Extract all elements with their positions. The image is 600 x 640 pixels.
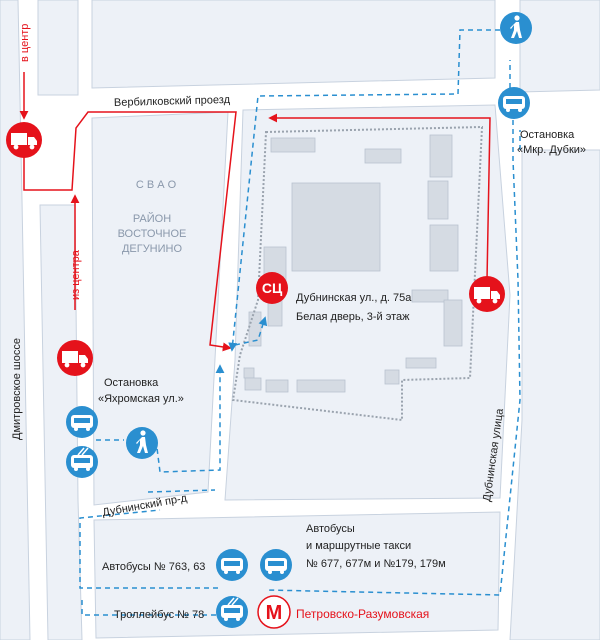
building	[427, 180, 449, 220]
pedestrian-marker	[126, 427, 158, 459]
stop-yakhroma-label-2: «Яхромская ул.»	[98, 393, 184, 405]
district-label-3: ДЕГУНИНО	[122, 243, 183, 255]
car-route	[19, 72, 491, 352]
bus-stop-marker	[216, 549, 248, 581]
bus-stop-marker	[66, 406, 98, 438]
building	[443, 299, 463, 347]
territory-fence	[231, 125, 484, 422]
metro-icon: М	[266, 602, 283, 624]
truck-marker	[469, 276, 505, 312]
bus-taxi-stop-marker	[260, 549, 292, 581]
district-label-1: РАЙОН	[133, 212, 171, 225]
building	[429, 134, 453, 178]
service-center-marker: СЦ	[256, 272, 288, 304]
pedestrian-marker	[500, 12, 532, 44]
route-right	[268, 113, 491, 281]
building	[243, 367, 255, 379]
building	[244, 377, 262, 391]
street-label-verbilkovsky: Вербилковский проезд	[114, 94, 231, 109]
stop-dubki-label-1: Остановка	[520, 129, 575, 141]
building	[265, 379, 289, 393]
bus-stop-marker	[498, 87, 530, 119]
building	[291, 182, 381, 272]
district-okrug: С В А О	[136, 179, 177, 191]
trolleybus-stop-marker	[66, 446, 98, 478]
buses-taxi-label-3: № 677, 677м и №179, 179м	[306, 558, 446, 570]
truck-marker	[57, 340, 93, 376]
trolleybus-stop-marker	[216, 596, 248, 628]
building	[411, 289, 449, 303]
building	[384, 369, 400, 385]
trolley-label: Троллейбус № 78	[114, 609, 204, 621]
walk-route	[79, 29, 521, 616]
buses-taxi-label-2: и маршрутные такси	[306, 540, 411, 552]
building	[296, 379, 346, 393]
center-address-line1: Дубнинская ул., д. 75а	[296, 292, 412, 304]
direction-from-center: из центра	[70, 249, 82, 300]
buses-taxi-label-1: Автобусы	[306, 523, 355, 535]
buses-main-label: Автобусы № 763, 63	[102, 561, 205, 573]
building	[429, 224, 459, 272]
building	[364, 148, 402, 164]
buildings	[243, 134, 463, 393]
service-center-badge: СЦ	[262, 280, 283, 296]
truck-marker	[6, 122, 42, 158]
stop-dubki-label-2: «Мкр. Дубки»	[517, 144, 586, 156]
district-label-2: ВОСТОЧНОЕ	[118, 228, 187, 240]
center-address-line2: Белая дверь, 3-й этаж	[296, 311, 410, 323]
route-main	[23, 111, 237, 352]
stop-yakhroma-label-1: Остановка	[104, 377, 159, 389]
metro-marker: М	[257, 595, 291, 629]
direction-to-center: в центр	[19, 24, 31, 62]
street-label-dmitrovskoe: Дмитровское шоссе	[11, 338, 23, 440]
building	[267, 299, 283, 327]
building	[405, 357, 437, 369]
building	[270, 137, 316, 153]
metro-station-label: Петровско-Разумовская	[296, 607, 429, 621]
